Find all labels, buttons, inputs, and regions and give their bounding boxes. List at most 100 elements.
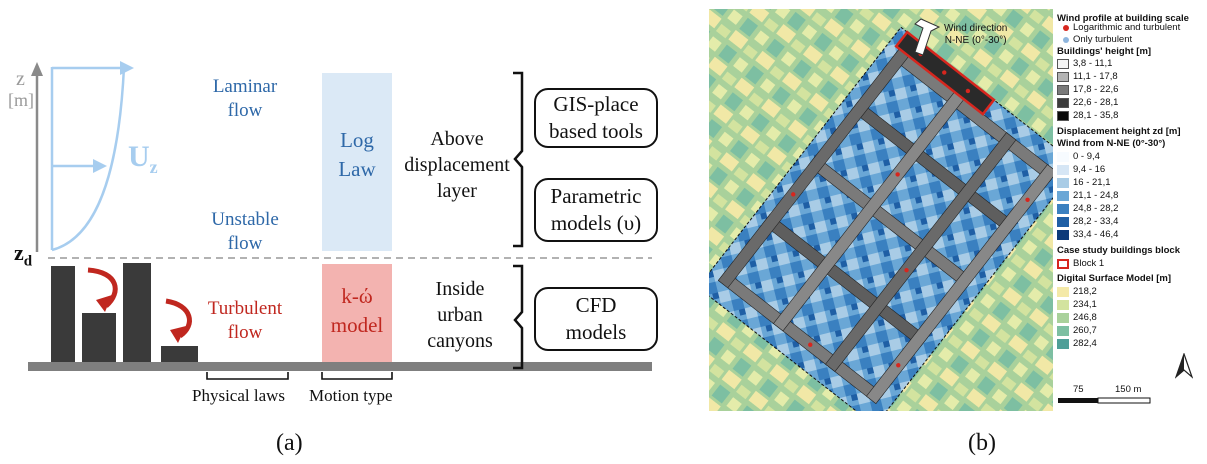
turbulence-arrow-2 — [165, 298, 192, 339]
disp-label: 21,1 - 24,8 — [1073, 190, 1119, 201]
dsm-swatch — [1057, 326, 1069, 336]
legend-log-turb — [1063, 25, 1069, 31]
building-1 — [51, 266, 75, 362]
velocity-profile-curve — [51, 66, 126, 252]
z-axis-label: z — [16, 68, 25, 90]
log-law-line-1: Log — [340, 128, 374, 152]
above-layer-bracket — [513, 71, 524, 248]
building-col — [866, 164, 1053, 405]
dsm-swatch — [1057, 339, 1069, 349]
turbulent-line-1: Turbulent — [207, 298, 283, 319]
physical-laws-label: Physical laws — [192, 386, 286, 405]
caption-a: (a) — [276, 430, 303, 456]
dsm-label: 234,1 — [1073, 299, 1097, 310]
map-legend: Wind profile at building scale Logarithm… — [1057, 13, 1205, 409]
dsm-label: 246,8 — [1073, 312, 1097, 323]
disp-label: 28,2 - 33,4 — [1073, 216, 1119, 227]
height-label: 3,8 - 11,1 — [1073, 58, 1113, 69]
disp-swatch — [1057, 178, 1069, 188]
turbulence-arrow-2-head — [170, 326, 186, 343]
wind-line-2: N-NE (0°-30°) — [944, 35, 1007, 46]
legend-title-height: Buildings' height [m] — [1057, 46, 1152, 57]
above-line-2: displacement — [404, 154, 510, 176]
wind-direction-label: Wind direction N-NE (0°-30°) — [944, 23, 1007, 47]
laminar-line-2: flow — [227, 100, 263, 121]
inside-line-3: canyons — [427, 330, 493, 352]
legend-only-turb-label: Only turbulent — [1073, 34, 1133, 45]
disp-label: 0 - 9,4 — [1073, 151, 1100, 162]
uz-main: U — [128, 140, 150, 173]
log-law-line-2: Law — [338, 157, 376, 181]
dsm-label: 260,7 — [1073, 325, 1097, 336]
disp-label: 16 - 21,1 — [1073, 177, 1111, 188]
dsm-swatch — [1057, 313, 1069, 323]
case-swatch — [1057, 259, 1069, 269]
turbulent-line-2: flow — [227, 322, 263, 343]
cfd-models-box: CFD models — [534, 287, 658, 351]
gis-tools-box: GIS-place based tools — [534, 88, 658, 148]
legend-title-profile: Wind profile at building scale — [1057, 13, 1189, 24]
ground — [28, 362, 652, 371]
profile-point — [965, 88, 971, 94]
above-line-3: layer — [437, 180, 477, 202]
disp-swatch — [1057, 217, 1069, 227]
case-label: Block 1 — [1073, 258, 1105, 269]
disp-swatch — [1057, 230, 1069, 240]
height-label: 11,1 - 17,8 — [1073, 71, 1118, 82]
profile-point — [904, 267, 909, 273]
inside-line-2: urban — [437, 304, 483, 326]
profile-point — [1025, 197, 1030, 202]
above-line-1: Above — [430, 128, 484, 150]
panel-a: z [m] Uz zd Laminar flow Unstable flow T… — [8, 61, 658, 456]
height-swatch — [1057, 98, 1069, 108]
profile-point — [896, 363, 901, 368]
legend-title-displacement: Displacement height zd [m] — [1057, 126, 1181, 137]
building-3 — [123, 263, 151, 362]
cfd-line-2: models — [565, 320, 627, 344]
dsm-swatch — [1057, 300, 1069, 310]
legend-title-case: Case study buildings block — [1057, 245, 1180, 256]
scale-75-label: 75 — [1073, 384, 1084, 395]
disp-label: 24,8 - 28,2 — [1073, 203, 1119, 214]
unstable-flow-label: Unstable flow — [190, 208, 300, 256]
motion-type-label: Motion type — [309, 386, 393, 405]
wind-line-1: Wind direction — [944, 23, 1008, 34]
building-4 — [161, 346, 198, 362]
gis-line-2: based tools — [549, 119, 643, 143]
uz-label: Uz — [128, 140, 158, 178]
zd-sub: d — [23, 253, 33, 270]
dsm-label: 218,2 — [1073, 286, 1097, 297]
cfd-line-1: CFD — [575, 293, 617, 317]
disp-label: 33,4 - 46,4 — [1073, 229, 1119, 240]
turbulent-flow-label: Turbulent flow — [190, 297, 300, 345]
velocity-profile-diagram — [28, 61, 652, 380]
motion-type-bracket — [321, 372, 393, 380]
log-law-box — [322, 73, 392, 251]
height-swatch — [1057, 59, 1069, 69]
k-omega-box — [322, 264, 392, 362]
profile-point — [895, 172, 900, 177]
turbulence-arrow-1 — [87, 267, 118, 308]
disp-label: 9,4 - 16 — [1073, 164, 1106, 175]
disp-swatch — [1057, 165, 1069, 175]
building-2 — [82, 313, 116, 362]
laminar-flow-label: Laminar flow — [190, 75, 300, 123]
laminar-line-1: Laminar — [212, 76, 278, 97]
dsm-swatch — [1057, 287, 1069, 297]
unstable-line-1: Unstable — [211, 209, 279, 230]
dsm-label: 282,4 — [1073, 338, 1097, 349]
legend-log-turb-label: Logarithmic and turbulent — [1073, 22, 1181, 33]
velocity-arrow-mid-head — [93, 159, 107, 173]
height-label: 28,1 - 35,8 — [1073, 110, 1119, 121]
profile-point — [942, 70, 947, 75]
k-omega-line-2: model — [330, 313, 384, 337]
profile-point — [791, 192, 796, 197]
caption-b: (b) — [968, 430, 996, 456]
inside-line-1: Inside — [435, 278, 485, 300]
legend-only-turb — [1063, 37, 1069, 43]
north-arrow-icon — [1175, 353, 1193, 379]
wind-direction-arrow — [914, 18, 941, 56]
velocity-arrow-top-head — [120, 61, 134, 75]
legend-subtitle-displacement: Wind from N-NE (0°-30°) — [1057, 138, 1166, 149]
k-omega-line-1: k-ώ — [341, 284, 373, 308]
